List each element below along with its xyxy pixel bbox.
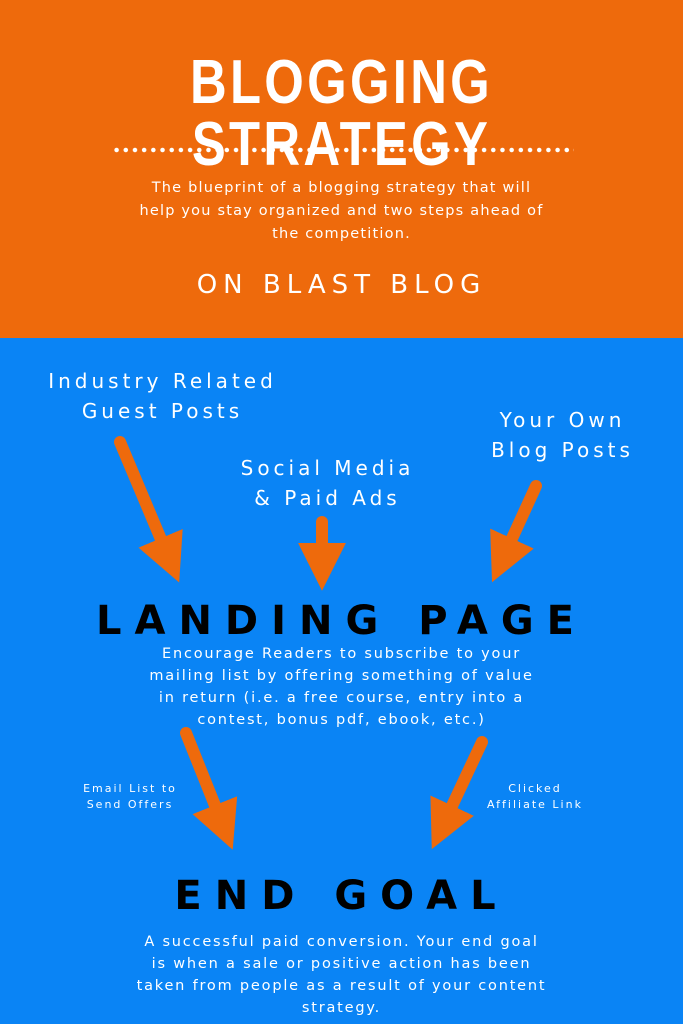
description-line: taken from people as a result of your co… (136, 978, 547, 994)
source-guest-posts: Industry Related Guest Posts (20, 366, 305, 426)
source-social-media: Social Media & Paid Ads (215, 453, 440, 513)
arrow-icon (180, 727, 238, 850)
source-line: Blog Posts (491, 438, 634, 462)
source-line: Industry Related (48, 369, 277, 393)
page-title: BLOGGING STRATEGY (189, 48, 494, 179)
description-line: in return (i.e. a free course, entry int… (158, 690, 525, 706)
subtitle-line: help you stay organized and two steps ah… (139, 203, 544, 219)
source-line: Your Own (499, 408, 626, 432)
arrow-icon (490, 480, 542, 583)
path-line: Send Offers (86, 798, 174, 811)
source-line: Guest Posts (81, 399, 244, 423)
description-line: strategy. (301, 1000, 382, 1016)
description-line: A successful paid conversion. Your end g… (144, 934, 539, 950)
description-line: Encourage Readers to subscribe to your (162, 646, 521, 662)
subtitle-line: The blueprint of a blogging strategy tha… (151, 180, 532, 196)
source-blog-posts: Your Own Blog Posts (465, 405, 660, 465)
landing-page-heading: LANDING PAGE (96, 598, 587, 644)
path-line: Clicked (508, 782, 562, 795)
arrow-icon (430, 736, 488, 850)
description-line: mailing list by offering something of va… (149, 668, 534, 684)
description-line: contest, bonus pdf, ebook, etc.) (197, 712, 486, 728)
landing-page-description: Encourage Readers to subscribe to your m… (100, 643, 583, 731)
brand-name: ON BLAST BLOG (196, 270, 487, 300)
source-line: & Paid Ads (254, 486, 401, 510)
arrow-icon (114, 436, 183, 583)
subtitle-line: the competition. (272, 226, 411, 242)
dotted-divider (112, 146, 574, 154)
source-line: Social Media (240, 456, 415, 480)
description-line: is when a sale or positive action has be… (151, 956, 532, 972)
header-banner (0, 0, 683, 338)
path-affiliate-link: Clicked Affiliate Link (460, 781, 610, 813)
end-goal-description: A successful paid conversion. Your end g… (95, 931, 588, 1019)
subtitle: The blueprint of a blogging strategy tha… (100, 177, 583, 246)
path-line: Affiliate Link (487, 798, 583, 811)
path-line: Email List to (83, 782, 177, 795)
path-email-list: Email List to Send Offers (60, 781, 200, 813)
flow-section (0, 338, 683, 1024)
end-goal-heading: END GOAL (174, 873, 509, 919)
